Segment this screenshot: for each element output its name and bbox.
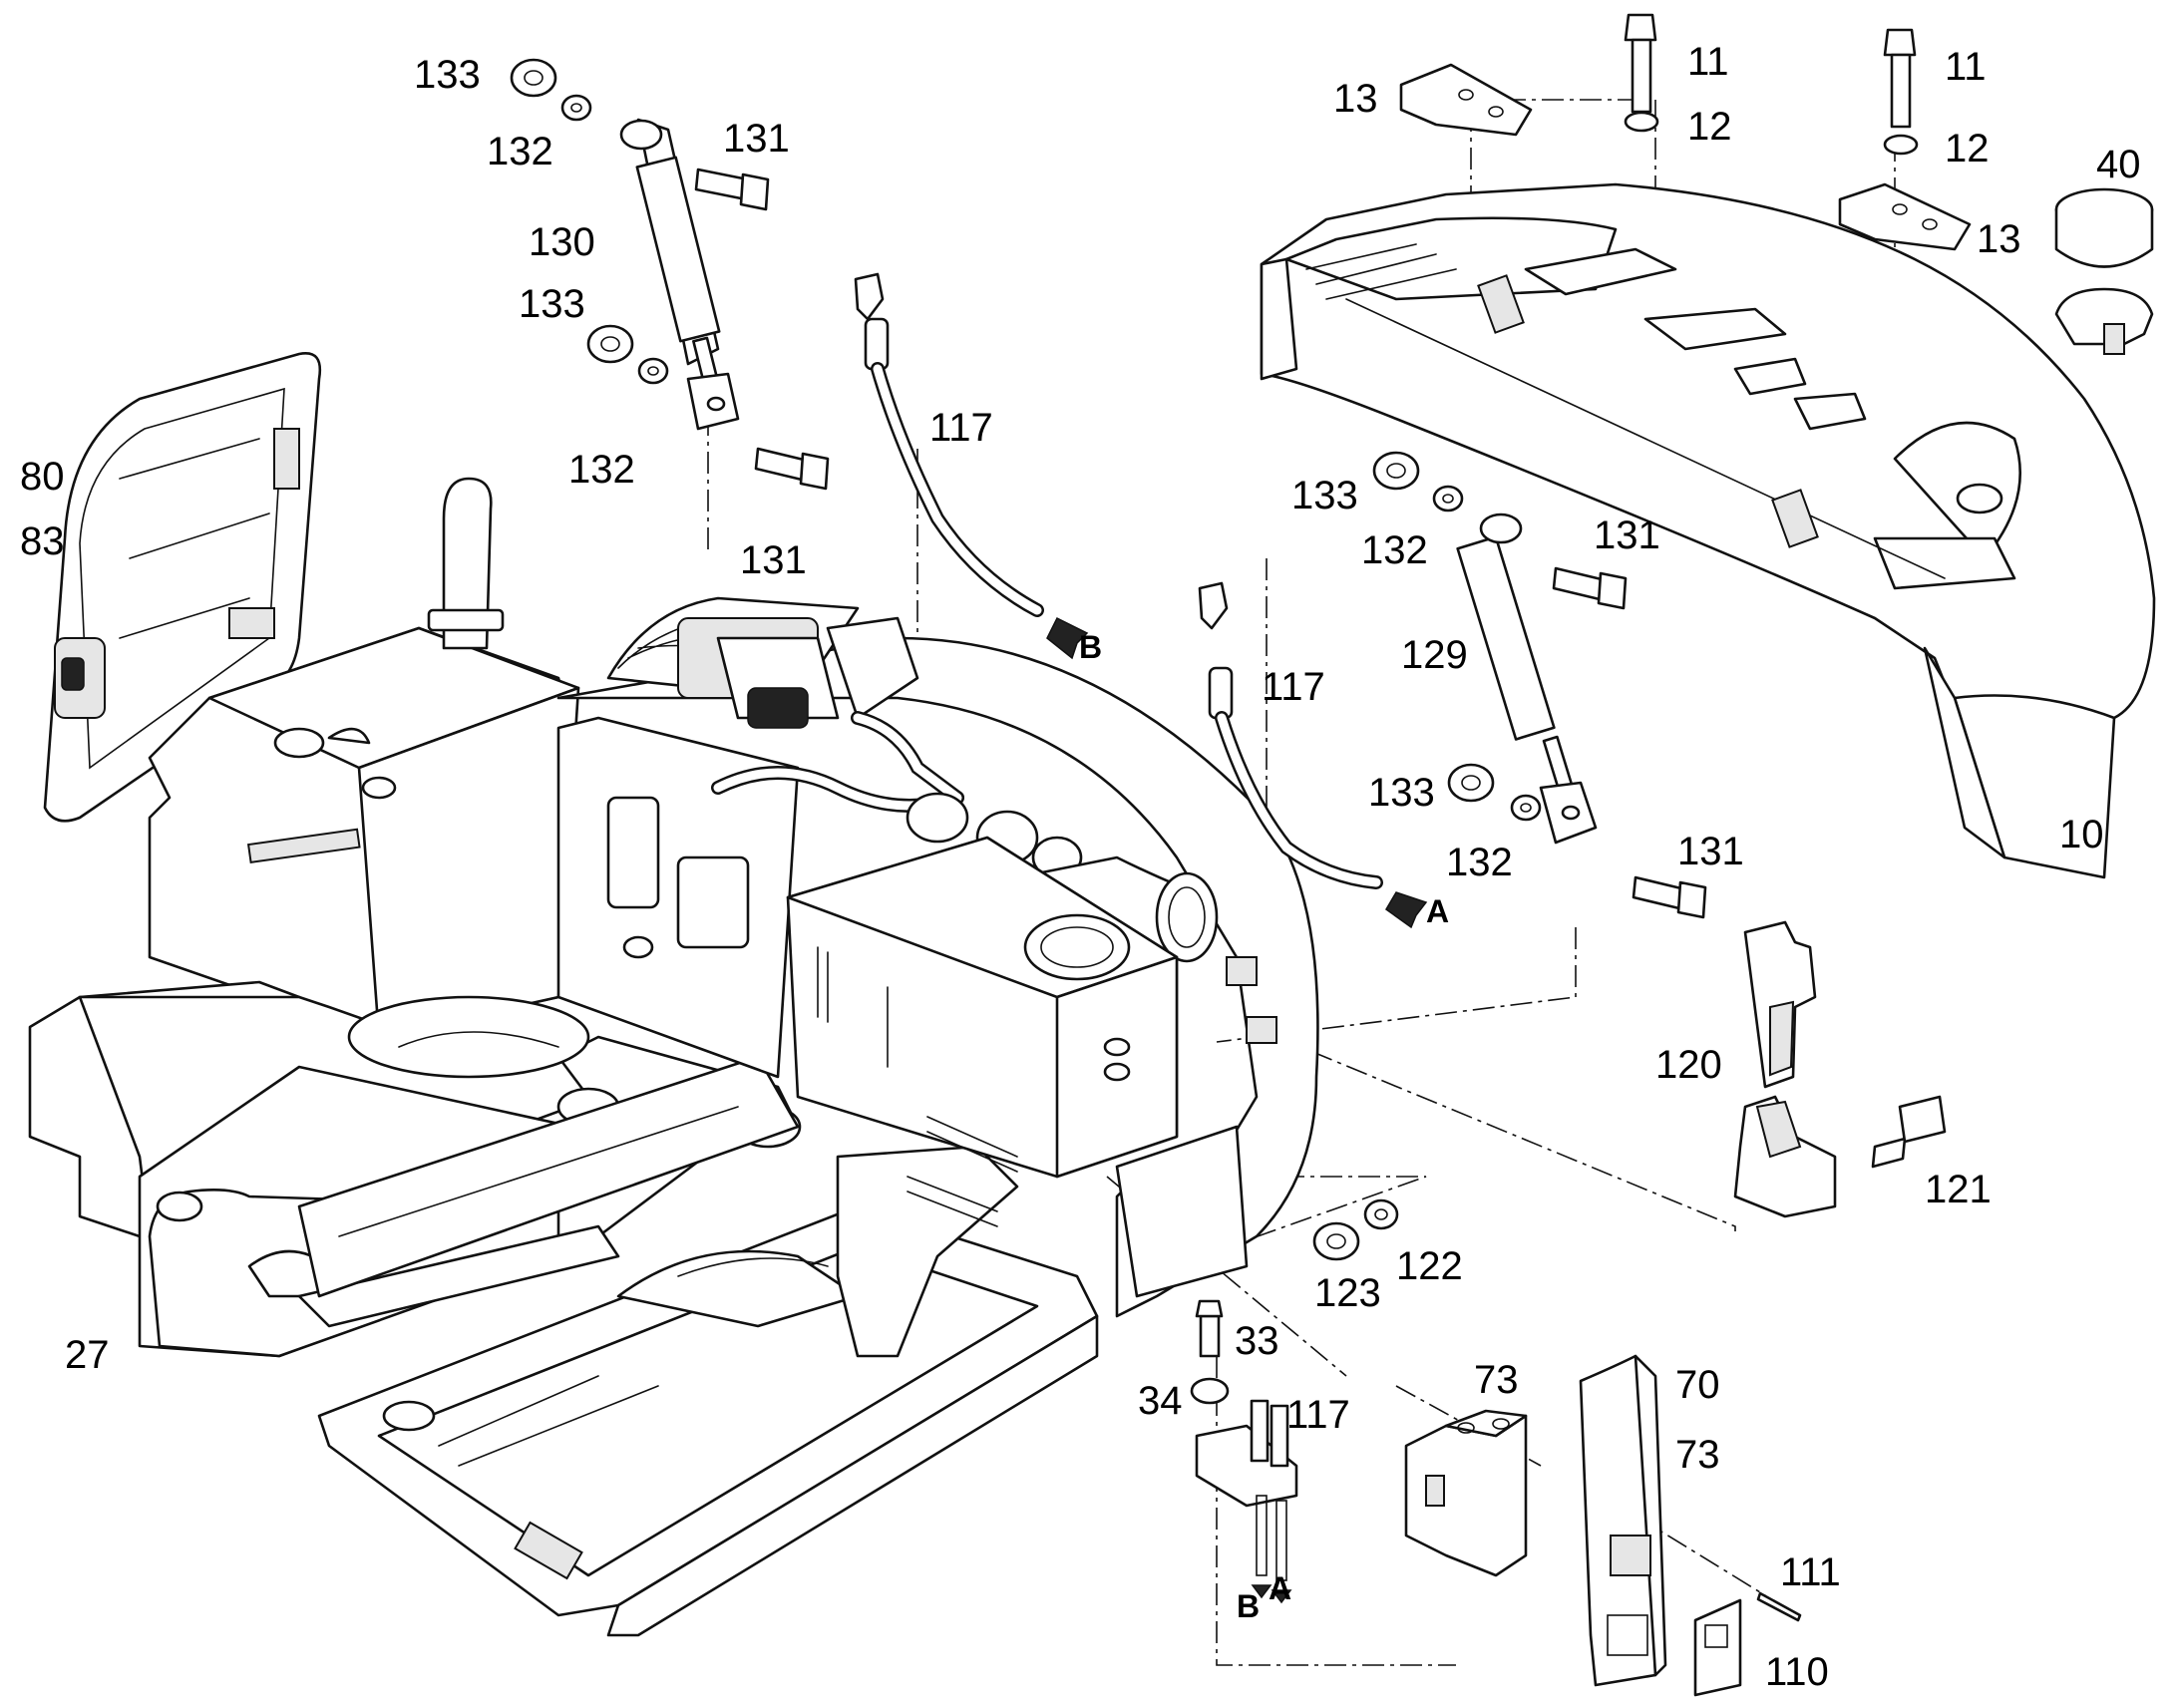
callout-129: 129 xyxy=(1401,633,1468,677)
connection-label-a: A xyxy=(1269,1570,1291,1606)
callout-121: 121 xyxy=(1925,1168,1992,1211)
callout-labels: 133 132 131 130 133 132 131 117 80 83 11… xyxy=(20,40,2141,1694)
bolt-131-group xyxy=(694,168,1707,919)
gas-strut-129 xyxy=(1456,512,1598,845)
gas-strut-130 xyxy=(619,118,740,431)
callout-130: 130 xyxy=(529,220,595,264)
callout-132: 132 xyxy=(487,130,553,173)
callout-111: 111 xyxy=(1780,1550,1841,1594)
engine-cover-hood xyxy=(1260,182,2156,879)
filler-cap xyxy=(2054,187,2154,355)
base-frame xyxy=(28,477,802,1358)
nuts-and-washers xyxy=(510,58,1542,1261)
callout-11: 11 xyxy=(1687,40,1729,84)
callout-13: 13 xyxy=(1977,217,2021,261)
callout-117: 117 xyxy=(929,406,993,450)
callout-73: 73 xyxy=(1675,1433,1720,1477)
callout-73: 73 xyxy=(1474,1358,1519,1402)
arrow-b-icon xyxy=(1046,616,1089,660)
arrow-down-b-icon xyxy=(1251,1584,1272,1599)
callout-132: 132 xyxy=(1446,841,1513,884)
callout-117: 117 xyxy=(1262,665,1325,709)
callout-131: 131 xyxy=(740,538,807,582)
callout-133: 133 xyxy=(1291,474,1358,517)
callout-117: 117 xyxy=(1286,1393,1350,1437)
callout-122: 122 xyxy=(1396,1244,1463,1288)
connection-label-b: B xyxy=(1237,1588,1260,1624)
callout-34: 34 xyxy=(1138,1379,1183,1423)
bracket-117-lower xyxy=(1190,1299,1298,1604)
engine-compartment xyxy=(556,596,1319,1318)
callout-13: 13 xyxy=(1333,77,1378,121)
floor-tray xyxy=(317,1145,1099,1637)
callout-131: 131 xyxy=(723,117,790,161)
clamp-plates xyxy=(1399,13,1972,251)
hose-117-middle xyxy=(1198,581,1428,929)
callout-133: 133 xyxy=(519,282,585,326)
callout-120: 120 xyxy=(1655,1043,1722,1087)
callout-83: 83 xyxy=(20,519,65,563)
callout-131: 131 xyxy=(1677,830,1744,873)
callout-27: 27 xyxy=(65,1333,110,1377)
callout-10: 10 xyxy=(2059,813,2104,856)
callout-12: 12 xyxy=(1687,105,1732,149)
callout-110: 110 xyxy=(1765,1650,1829,1694)
callout-11: 11 xyxy=(1945,45,1987,89)
connection-label-a: A xyxy=(1426,893,1449,929)
callout-133: 133 xyxy=(414,53,481,97)
callout-123: 123 xyxy=(1314,1271,1381,1315)
arrow-a-icon xyxy=(1385,891,1428,929)
post-70 xyxy=(1579,1354,1667,1687)
callout-131: 131 xyxy=(1594,513,1660,557)
side-door-panel xyxy=(43,352,322,823)
callout-133: 133 xyxy=(1368,771,1435,815)
callout-40: 40 xyxy=(2096,143,2141,186)
callout-70: 70 xyxy=(1675,1363,1720,1407)
latch-bracket xyxy=(1733,1095,1947,1218)
latch-120 xyxy=(1743,920,1817,1089)
plate-110 xyxy=(1693,1591,1802,1697)
hose-117-upper xyxy=(854,272,1089,660)
connection-label-b: B xyxy=(1079,629,1102,665)
arrow-down-a-icon xyxy=(1271,1589,1292,1604)
bracket-73 xyxy=(1404,1409,1528,1577)
callout-12: 12 xyxy=(1945,127,1990,171)
callout-80: 80 xyxy=(20,455,65,499)
connection-labels: B A B A xyxy=(1079,629,1449,1624)
callout-132: 132 xyxy=(568,448,635,492)
callout-33: 33 xyxy=(1235,1319,1279,1363)
callout-132: 132 xyxy=(1361,528,1428,572)
